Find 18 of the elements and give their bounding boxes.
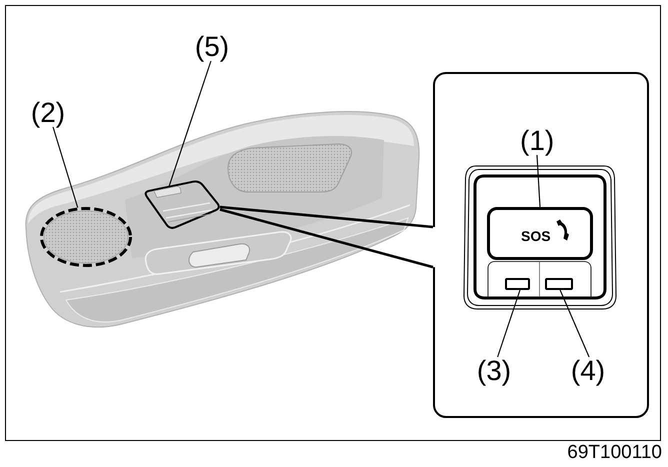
leader-line: [168, 60, 212, 187]
callout-number: (2): [30, 99, 66, 127]
small-button: [545, 278, 573, 290]
sos-button: SOS: [487, 207, 593, 260]
small-button: [505, 278, 530, 290]
callout-number: (5): [194, 33, 230, 61]
callout-number: (1): [520, 127, 554, 155]
callout-number: (3): [476, 357, 512, 385]
leader-line: [497, 290, 521, 358]
leader-line: [560, 290, 590, 358]
zoom-line: [220, 208, 434, 268]
zoom-line: [220, 206, 434, 228]
leader-line: [52, 126, 78, 208]
callout-number: (4): [570, 357, 606, 385]
figure-code: 69T100110: [567, 443, 662, 462]
leader-line: [536, 154, 541, 208]
detail-inset-panel: [433, 72, 649, 418]
dashed-speaker-outline: [40, 207, 132, 267]
